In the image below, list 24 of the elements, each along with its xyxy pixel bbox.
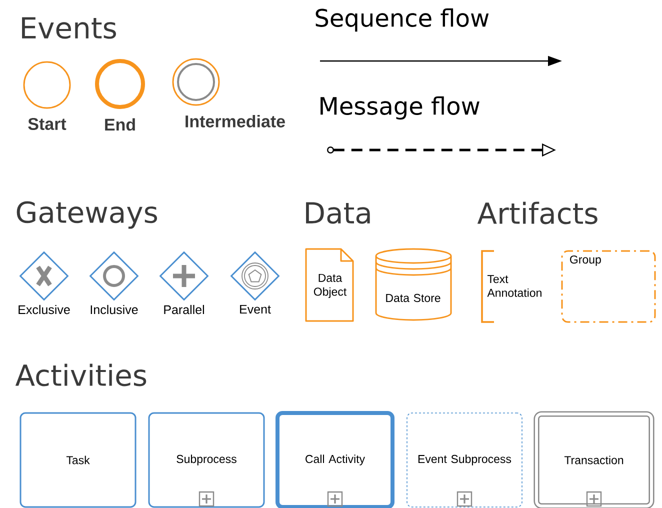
node-label: Intermediate (186, 114, 285, 128)
subprocess-box: Subprocess (148, 412, 265, 508)
legend-label: Message flow (320, 96, 480, 120)
exclusive-gateway: Exclusive (18, 251, 70, 314)
section-heading: Data (306, 202, 370, 224)
text-annotation: Text Annotation (481, 250, 542, 323)
data-store: Data Store (375, 248, 452, 321)
section-heading: Gateways (16, 201, 158, 229)
event-subprocess-box: Event Subprocess (406, 412, 522, 508)
section-heading: Events (22, 17, 116, 39)
section-heading: Activities (15, 364, 146, 386)
node-label: End (105, 118, 135, 131)
node-label: Exclusive (18, 304, 70, 314)
transaction-box: Transaction (534, 411, 654, 508)
task-box: Task (20, 412, 136, 508)
node-label: Parallel (164, 304, 204, 314)
data-object: Data Object (305, 248, 354, 322)
section-heading: Artifacts (477, 202, 598, 224)
legend-label: Sequence flow (316, 8, 489, 32)
node-label: Start (28, 118, 66, 130)
call-activity-box: Call Activity (276, 411, 394, 508)
group-box: Group (561, 250, 656, 323)
node-label: Event (240, 304, 271, 314)
node-label: Inclusive (90, 304, 138, 314)
